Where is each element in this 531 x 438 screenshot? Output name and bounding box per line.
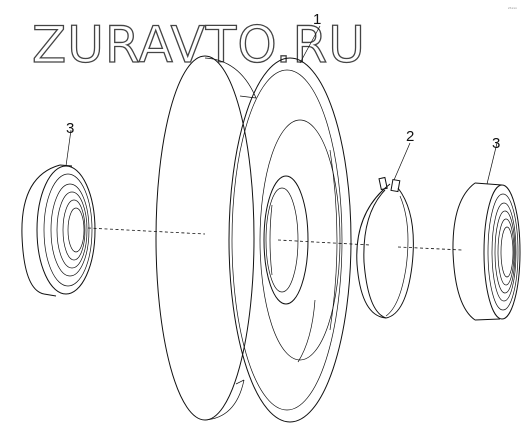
retaining-ring	[356, 176, 414, 319]
axis-line-left	[87, 227, 206, 235]
wheel	[155, 55, 352, 423]
callout-1: 1	[313, 11, 321, 28]
callout-3-left: 3	[66, 120, 74, 137]
corner-mark: zf-xxx	[508, 6, 517, 10]
callout-3-right: 3	[492, 135, 500, 152]
leader-line-2	[393, 142, 411, 181]
leader-line-3-right	[486, 142, 498, 185]
bearing-right	[452, 182, 521, 321]
leader-line-1	[299, 25, 321, 64]
bearing-left	[21, 164, 96, 297]
callout-2: 2	[406, 128, 414, 145]
axis-line-middle	[277, 239, 371, 246]
leader-line-3-left	[65, 129, 72, 167]
